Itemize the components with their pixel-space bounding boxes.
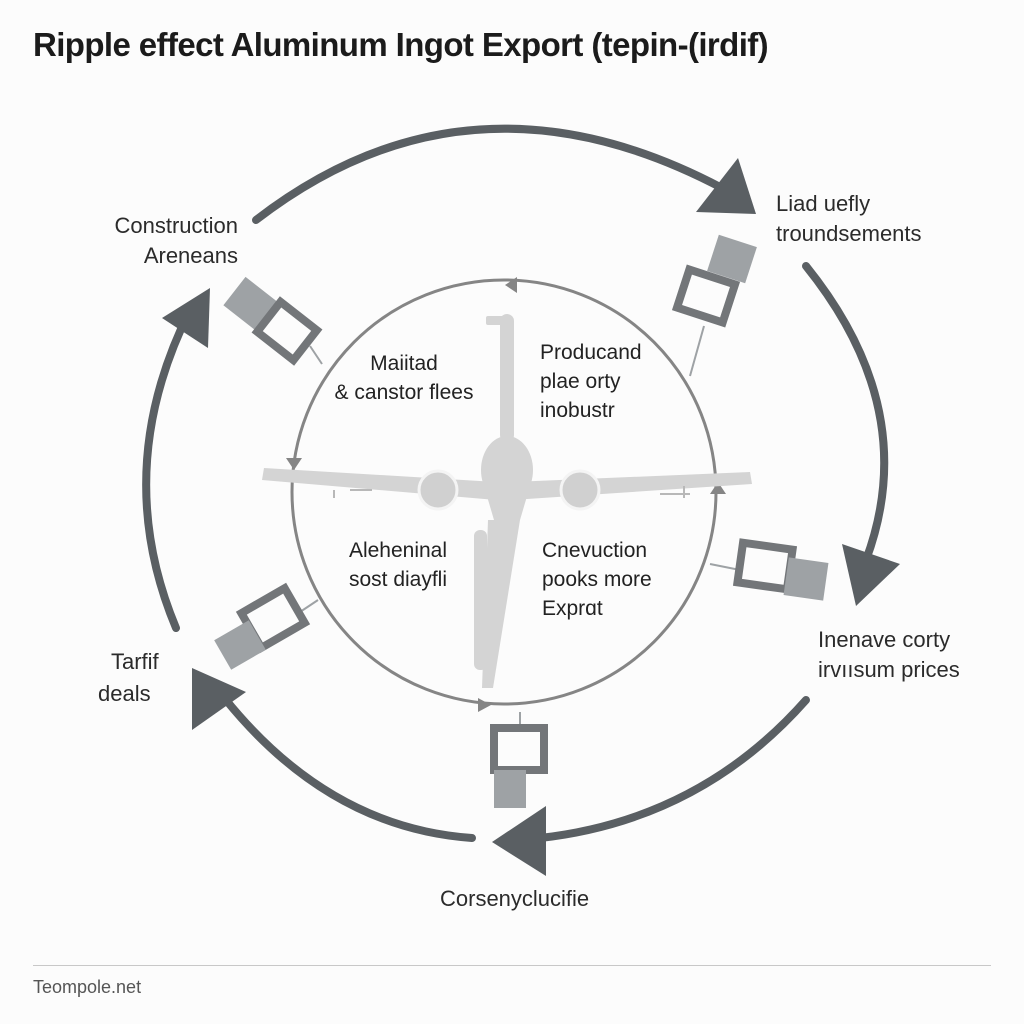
cycle-arrow-top — [252, 124, 726, 224]
inner-label-bottom-right: Cnevuction pooks more Exprɑt — [542, 539, 652, 620]
arrowhead-top — [696, 158, 756, 214]
ingot-icon-bottom-left — [214, 582, 319, 670]
inner-label-bottom-left: Aleheninal sost diayfli — [348, 539, 448, 591]
inner-label-top-right: Producand plae orty inobustr — [540, 341, 642, 422]
ingot-icon-bottom — [490, 712, 548, 808]
arrowhead-left — [162, 288, 210, 348]
cycle-arrow-left — [142, 306, 194, 632]
inner-cycle — [286, 277, 726, 712]
footer-divider — [33, 965, 991, 966]
cycle-arrow-bottom — [536, 696, 810, 842]
ingot-icon-top-left — [223, 276, 323, 366]
airplane-icon — [262, 314, 752, 688]
inner-arrowhead-left — [286, 458, 302, 470]
arrowhead-bottom-left — [192, 668, 246, 730]
arrowhead-right — [842, 544, 900, 606]
inner-label-top-left: Maiitad & canstor flees — [334, 352, 474, 404]
cycle-arrow-bottom-left — [222, 696, 476, 842]
arrowhead-bottom — [492, 806, 546, 876]
node-bottom: Corsenyclucifie — [440, 886, 590, 911]
diagram-title: Ripple effect Aluminum Ingot Export (tep… — [33, 26, 769, 63]
node-bottom-right: Inenave corty irvıısum prices — [818, 627, 960, 682]
cycle-arrow-right — [802, 262, 889, 564]
ingot-icon-right — [709, 538, 829, 601]
footer-source: Teompole.net — [33, 977, 142, 997]
inner-arrowhead-bottom — [478, 698, 491, 712]
node-top-right: Liad uefly troundsements — [776, 191, 922, 246]
outer-cycle-arrows — [142, 124, 900, 876]
node-construction: Construction Areneans — [114, 213, 238, 268]
ingot-icon-top-right — [671, 234, 757, 377]
node-tariff-deals: Tarfif deals — [98, 649, 159, 706]
inner-arrowhead-top — [505, 277, 517, 293]
inner-arrowhead-right — [710, 482, 726, 494]
